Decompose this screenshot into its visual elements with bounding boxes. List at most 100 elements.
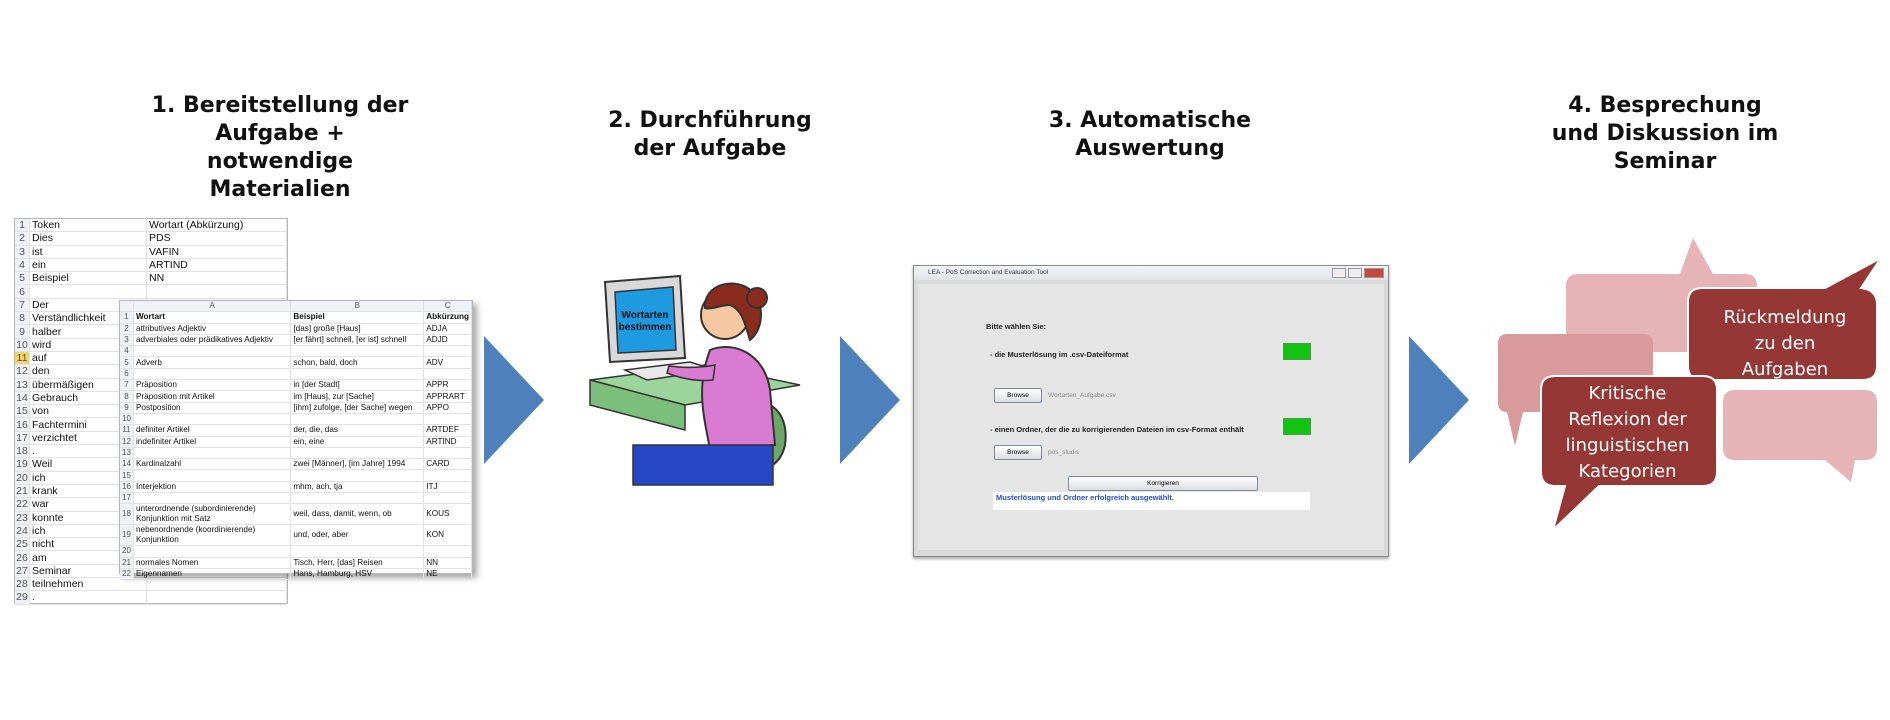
person-at-computer-illustration: Wortarten bestimmen bbox=[589, 274, 801, 486]
row-number: 1 bbox=[120, 311, 134, 324]
table-cell: . bbox=[29, 590, 147, 605]
table-cell bbox=[423, 545, 472, 558]
table-cell bbox=[146, 590, 287, 605]
row-number: 3 bbox=[120, 334, 134, 347]
table-cell: definiter Artikel bbox=[133, 424, 292, 437]
table-cell bbox=[133, 345, 292, 358]
table-cell: Präposition mit Artikel bbox=[133, 390, 292, 403]
table-cell: Präposition bbox=[133, 379, 292, 392]
feedback-bubble-text: Rückmeldung zu den Aufgaben bbox=[1723, 307, 1847, 380]
table-row: 15 bbox=[120, 469, 472, 482]
table-cell bbox=[290, 469, 425, 482]
table-cell bbox=[146, 577, 287, 592]
row-number: 25 bbox=[15, 537, 30, 552]
table-row: 10 bbox=[120, 413, 472, 426]
browse-folder-button[interactable]: Browse bbox=[994, 445, 1042, 460]
row-number: 22 bbox=[120, 568, 134, 581]
column-header: C bbox=[423, 301, 472, 313]
close-icon[interactable] bbox=[1364, 268, 1384, 278]
maximize-icon[interactable] bbox=[1348, 268, 1362, 278]
table-cell: Dies bbox=[29, 231, 147, 246]
table-cell: NN bbox=[423, 557, 472, 569]
table-cell bbox=[133, 413, 292, 426]
table-cell: APPRART bbox=[423, 390, 472, 403]
folder-label: - einen Ordner, der die zu korrigierende… bbox=[990, 425, 1244, 434]
browse-solution-button[interactable]: Browse bbox=[994, 388, 1042, 403]
row-number: 10 bbox=[120, 413, 134, 426]
table-cell bbox=[290, 492, 425, 505]
reflection-bubble-text: Kritische Reflexion der linguistischen K… bbox=[1565, 383, 1690, 482]
row-number: 12 bbox=[120, 436, 134, 448]
table-cell bbox=[133, 492, 292, 505]
window-controls bbox=[1330, 268, 1384, 284]
row-number: 20 bbox=[15, 471, 30, 485]
bubble-dark-reflection bbox=[1540, 375, 1718, 534]
row-number: 11 bbox=[120, 424, 134, 437]
row-number: 20 bbox=[120, 545, 134, 558]
correct-button[interactable]: Korrigieren bbox=[1068, 476, 1258, 491]
row-number: 18 bbox=[120, 503, 134, 526]
folder-name: pos_studis bbox=[1048, 449, 1080, 456]
row-number: 4 bbox=[15, 258, 30, 273]
table-cell: NN bbox=[146, 271, 287, 286]
table-cell: ADV bbox=[423, 356, 472, 369]
row-number: 23 bbox=[15, 511, 30, 525]
table-cell: ADJD bbox=[423, 334, 472, 347]
arrow-2-to-3 bbox=[840, 336, 900, 464]
window-titlebar: LEA - PoS Correction and Evaluation Tool bbox=[914, 266, 1388, 280]
table-cell: KON bbox=[423, 524, 472, 547]
table-cell bbox=[290, 545, 425, 558]
table-cell: Hans, Hamburg, HSV bbox=[290, 568, 425, 581]
row-number: 19 bbox=[120, 524, 134, 547]
row-number: 5 bbox=[120, 356, 134, 369]
row-number: 8 bbox=[15, 311, 30, 326]
table-cell bbox=[133, 447, 292, 460]
table-row: 6 bbox=[120, 368, 472, 381]
row-number: 22 bbox=[15, 497, 30, 512]
table-cell: Adverb bbox=[133, 356, 292, 369]
table-cell: PDS bbox=[146, 231, 287, 246]
table-cell: attributives Adjektiv bbox=[133, 323, 292, 335]
folder-status-indicator bbox=[1283, 418, 1311, 435]
row-number: 21 bbox=[120, 557, 134, 569]
row-number: 3 bbox=[15, 245, 30, 259]
table-cell: Interjektion bbox=[133, 481, 292, 494]
table-cell: ARTIND bbox=[146, 258, 287, 273]
row-number: 17 bbox=[15, 431, 30, 446]
row-number: 6 bbox=[120, 368, 134, 381]
row-number: 13 bbox=[120, 447, 134, 460]
table-cell: normales Nomen bbox=[133, 557, 292, 569]
column-header-row: A B C bbox=[120, 301, 472, 313]
arrow-1-to-2 bbox=[484, 336, 544, 464]
table-cell bbox=[133, 545, 292, 558]
table-cell bbox=[423, 413, 472, 426]
table-cell: [er fährt] schnell, [er ist] schnell bbox=[290, 334, 425, 347]
row-number: 2 bbox=[120, 323, 134, 335]
solution-status-indicator bbox=[1283, 343, 1311, 360]
minimize-icon[interactable] bbox=[1332, 268, 1346, 278]
table-cell: ARTIND bbox=[423, 436, 472, 448]
table-cell: schon, bald, doch bbox=[290, 356, 425, 369]
table-cell: APPR bbox=[423, 379, 472, 392]
row-number: 24 bbox=[15, 524, 30, 539]
solution-file-label: - die Musterlösung im .csv-Dateiformat bbox=[990, 350, 1129, 359]
screen-text-line-2: bestimmen bbox=[619, 322, 672, 333]
table-cell: Abkürzung bbox=[423, 311, 472, 324]
table-cell bbox=[29, 284, 147, 299]
row-number: 16 bbox=[120, 481, 134, 494]
table-cell: NE bbox=[423, 568, 472, 581]
table-cell: ein bbox=[29, 258, 147, 273]
table-cell: indefiniter Artikel bbox=[133, 436, 292, 448]
row-number: 26 bbox=[15, 550, 30, 565]
table-cell: ein, eine bbox=[290, 436, 425, 448]
row-number: 7 bbox=[15, 298, 30, 313]
row-number: 15 bbox=[120, 469, 134, 482]
